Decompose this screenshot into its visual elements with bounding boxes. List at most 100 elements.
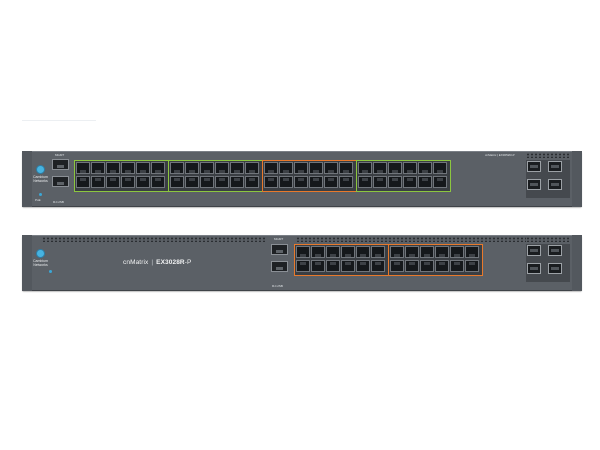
rj45-port[interactable] [371,246,385,258]
rj45-port[interactable] [200,176,214,188]
background-hairline [22,120,96,121]
cambium-logo-icon [35,249,45,258]
rj45-port[interactable] [309,176,323,188]
sfp-port[interactable] [548,245,562,256]
rj45-port[interactable] [326,246,340,258]
rj45-port[interactable] [405,260,419,272]
rj45-port[interactable] [311,246,325,258]
rj45-port[interactable] [106,162,120,174]
sfp-port[interactable] [548,161,562,172]
mgmt-label: MGMT [55,153,65,157]
logo-text: Cambium Networks [33,259,48,267]
rj45-port[interactable] [388,176,402,188]
sfp-port[interactable] [527,245,541,256]
rj45-port[interactable] [91,162,105,174]
rj45-port[interactable] [341,260,355,272]
rj45-port[interactable] [91,176,105,188]
rj45-port[interactable] [373,176,387,188]
rj45-port[interactable] [294,162,308,174]
rj45-port[interactable] [388,162,402,174]
rj45-port[interactable] [185,176,199,188]
rj45-port[interactable] [433,176,447,188]
rj45-port[interactable] [296,260,310,272]
rj45-port[interactable] [390,260,404,272]
rj45-port[interactable] [279,162,293,174]
rj45-port[interactable] [326,260,340,272]
rj45-port[interactable] [200,162,214,174]
rj45-port[interactable] [371,260,385,272]
rj45-port[interactable] [358,176,372,188]
rj45-port[interactable] [403,176,417,188]
mgmt-label: MGMT [274,237,284,241]
rj45-port[interactable] [106,176,120,188]
poe-label: PoE [35,198,41,202]
rj45-port[interactable] [450,246,464,258]
rj45-port[interactable] [245,176,259,188]
rj45-port[interactable] [373,162,387,174]
rj45-port[interactable] [420,246,434,258]
rj45-port[interactable] [230,176,244,188]
cambium-logo: Cambium Networks [33,165,48,183]
rj45-port[interactable] [296,246,310,258]
rj45-port[interactable] [294,176,308,188]
rj45-port[interactable] [356,246,370,258]
rj45-port[interactable] [465,246,479,258]
sfp-port[interactable] [527,263,541,274]
sfp-port[interactable] [548,179,562,190]
console-port[interactable] [271,261,288,272]
rj45-port[interactable] [136,162,150,174]
sfp-port[interactable] [527,161,541,172]
sfp-port[interactable] [548,263,562,274]
model-label: cnMatrix | EX3052R-P [485,153,515,157]
vent-grille [42,237,266,242]
switch-24-port: Cambium Networks cnMatrix|EX3028R-P MGMT… [22,235,582,291]
mgmt-port[interactable] [52,159,69,170]
port-group [294,244,389,276]
mgmt-port[interactable] [271,244,288,255]
rj45-port[interactable] [465,260,479,272]
rj45-port[interactable] [151,176,165,188]
rj45-port[interactable] [264,176,278,188]
rj45-port[interactable] [358,162,372,174]
rj45-port[interactable] [245,162,259,174]
console-label: RJ-USB [272,284,283,288]
rj45-port[interactable] [309,162,323,174]
rj45-port[interactable] [435,246,449,258]
rj45-port[interactable] [230,162,244,174]
rj45-port[interactable] [121,176,135,188]
rj45-port[interactable] [170,176,184,188]
rj45-port[interactable] [403,162,417,174]
rj45-port[interactable] [170,162,184,174]
rj45-port[interactable] [356,260,370,272]
rj45-port[interactable] [433,162,447,174]
rj45-port[interactable] [418,162,432,174]
brand-name: Matrix [130,259,149,266]
brand-separator: | [151,259,154,266]
rj45-port[interactable] [264,162,278,174]
rj45-port[interactable] [76,176,90,188]
rj45-port[interactable] [405,246,419,258]
rack-ear-left [22,235,32,291]
rj45-port[interactable] [215,176,229,188]
rj45-port[interactable] [341,246,355,258]
rj45-port[interactable] [450,260,464,272]
rj45-port[interactable] [339,176,353,188]
rj45-port[interactable] [435,260,449,272]
sfp-port[interactable] [527,179,541,190]
rj45-port[interactable] [136,176,150,188]
rj45-port[interactable] [418,176,432,188]
rj45-port[interactable] [339,162,353,174]
rj45-port[interactable] [311,260,325,272]
rj45-port[interactable] [324,162,338,174]
rj45-port[interactable] [185,162,199,174]
rj45-port[interactable] [420,260,434,272]
rj45-port[interactable] [76,162,90,174]
rj45-port[interactable] [151,162,165,174]
rj45-port[interactable] [279,176,293,188]
rj45-port[interactable] [324,176,338,188]
rj45-port[interactable] [121,162,135,174]
rj45-port[interactable] [215,162,229,174]
cambium-logo-icon [35,165,45,174]
console-port[interactable] [52,176,69,187]
rj45-port[interactable] [390,246,404,258]
